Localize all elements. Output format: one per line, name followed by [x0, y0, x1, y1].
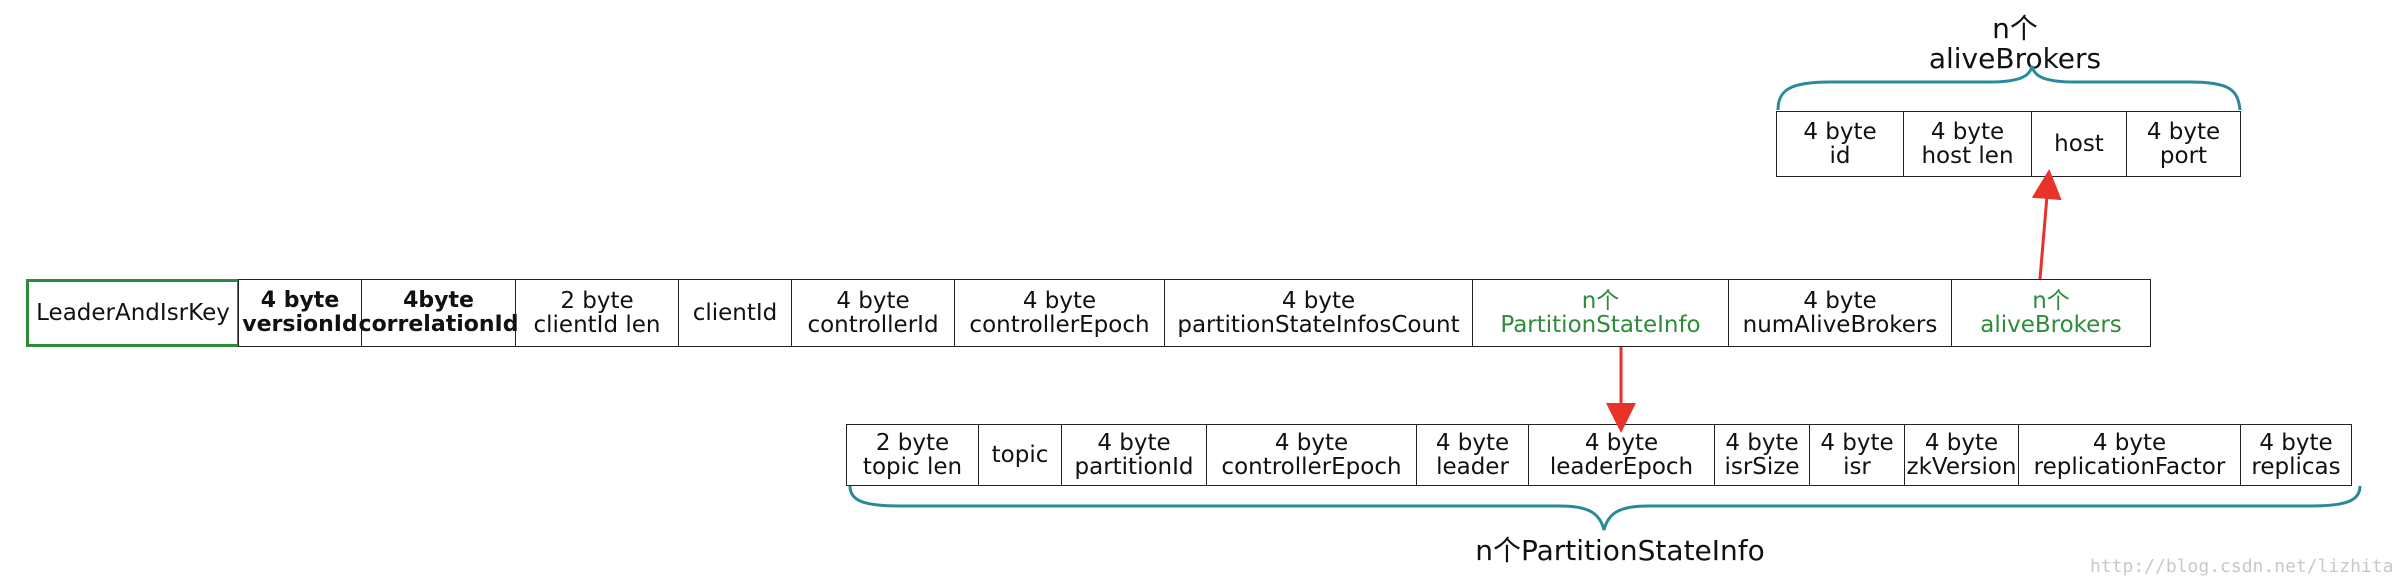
- request-field-cell: 4 byte controllerId: [792, 280, 955, 346]
- broker-field-cell: 4 byte host len: [1904, 112, 2032, 176]
- partition-field-cell: 4 byte leader: [1417, 425, 1529, 485]
- arrow-to-alive-brokers: [2031, 169, 2062, 280]
- partition-field-cell: 4 byte controllerEpoch: [1207, 425, 1417, 485]
- request-field-cell: 4 byte controllerEpoch: [955, 280, 1165, 346]
- request-field-cell: 4 byte versionId: [239, 280, 362, 346]
- alive-brokers-brace: [1776, 65, 2242, 111]
- partition-field-cell: 4 byte isr: [1810, 425, 1905, 485]
- partition-field-cell: 4 byte isrSize: [1715, 425, 1810, 485]
- partition-state-info-brace-label: n个PartitionStateInfo: [1475, 534, 1765, 567]
- alive-brokers-brace-label: n个 aliveBrokers: [1928, 12, 2102, 75]
- request-field-cell: clientId: [679, 280, 792, 346]
- watermark: http://blog.csdn.net/lizhitao: [2090, 556, 2394, 577]
- partition-state-info-brace: [848, 485, 2362, 531]
- request-field-cell: n个 aliveBrokers: [1980, 288, 2122, 338]
- broker-field-cell: 4 byte id: [1777, 112, 1904, 176]
- partition-field-cell: topic: [979, 425, 1062, 485]
- partition-field-cell: 4 byte replicas: [2251, 430, 2341, 480]
- leader-and-isr-key-box: LeaderAndIsrKey: [26, 279, 240, 347]
- partition-field-cell: 2 byte topic len: [847, 425, 979, 485]
- request-field-cell: n个 PartitionStateInfo: [1473, 280, 1729, 346]
- request-field-cell: 4byte correlationId: [359, 280, 518, 346]
- partition-field-cell: 4 byte partitionId: [1062, 425, 1207, 485]
- partition-field-cell: 4 byte replicationFactor: [2019, 425, 2241, 485]
- request-field-cell: 4 byte partitionStateInfosCount: [1165, 280, 1473, 346]
- partition-field-cell: 4 byte leaderEpoch: [1529, 425, 1715, 485]
- partition-field-cell: 4 byte zkVersion: [1905, 425, 2019, 485]
- request-field-cell: 2 byte clientId len: [516, 280, 679, 346]
- broker-field-cell: 4 byte port: [2146, 119, 2221, 169]
- request-field-cell: 4 byte numAliveBrokers: [1729, 280, 1952, 346]
- broker-field-cell: host: [2032, 112, 2127, 176]
